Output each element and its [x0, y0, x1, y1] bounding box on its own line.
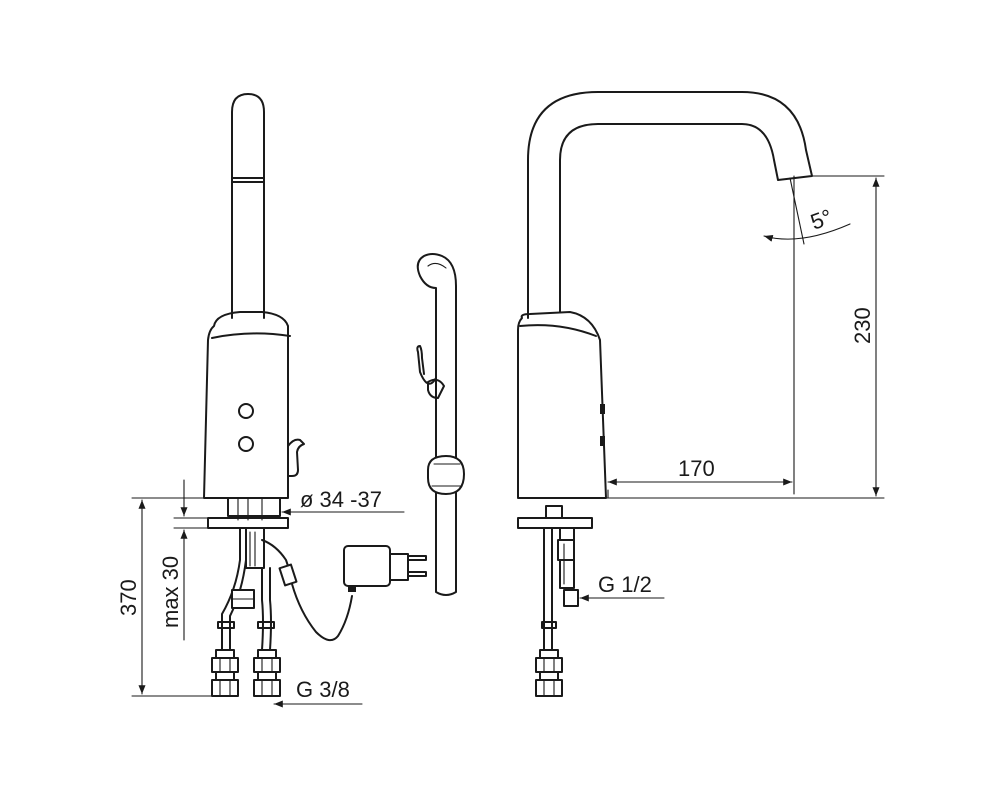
- front-hose-left-outer: [221, 527, 241, 651]
- front-view: [203, 93, 427, 697]
- spout-profile: [416, 253, 465, 596]
- side-view: [517, 91, 813, 697]
- side-valve-block: [557, 539, 575, 561]
- hose-collar-left: [217, 621, 235, 629]
- spout-profile-outline: [416, 253, 457, 596]
- label-g12: G 1/2: [598, 572, 652, 597]
- sensor-eye-top: [238, 403, 254, 419]
- front-spout-tube: [231, 93, 265, 319]
- side-base-plate: [517, 517, 593, 529]
- side-hose-collar: [541, 621, 557, 629]
- dim-angle-arc: [763, 223, 851, 242]
- front-body: [203, 311, 289, 499]
- dimension-lines: [131, 175, 885, 708]
- front-lever: [287, 438, 305, 477]
- label-370: 370: [116, 579, 141, 616]
- front-hose-right-inner: [269, 567, 272, 651]
- plug-pin-bottom: [407, 571, 427, 577]
- side-body: [517, 311, 607, 499]
- label-g38: G 3/8: [296, 677, 350, 702]
- connector-left: [211, 649, 239, 697]
- side-connector: [535, 649, 563, 697]
- sensor-eye-bottom: [238, 436, 254, 452]
- spout-profile-lever: [416, 345, 437, 385]
- power-cable-lower: [291, 583, 353, 642]
- adapter-cable-exit: [348, 586, 356, 592]
- plug-pin-top: [407, 555, 427, 561]
- label-230: 230: [850, 307, 875, 344]
- label-angle: 5°: [807, 204, 835, 235]
- label-170: 170: [678, 456, 715, 481]
- front-body-cap-line: [211, 332, 291, 339]
- spout-profile-joint: [427, 378, 445, 399]
- side-g12-fitting: [563, 589, 579, 607]
- side-shank: [545, 505, 563, 519]
- connector-right: [253, 649, 281, 697]
- side-spout: [527, 91, 813, 319]
- label-max30: max 30: [158, 556, 183, 628]
- power-adapter-plug: [389, 553, 409, 581]
- label-diameter: ø 34 -37: [300, 487, 382, 512]
- side-body-cap-line: [519, 324, 597, 337]
- front-hose-right-outer: [261, 567, 264, 651]
- side-sensor-top: [600, 404, 605, 414]
- power-adapter: [343, 545, 391, 587]
- front-shank: [227, 497, 281, 517]
- cable-plug: [278, 563, 298, 587]
- hose-collar-right: [257, 621, 275, 629]
- side-sensor-bottom: [600, 436, 605, 446]
- power-cable-upper: [261, 539, 289, 567]
- spout-profile-swivel: [427, 455, 465, 495]
